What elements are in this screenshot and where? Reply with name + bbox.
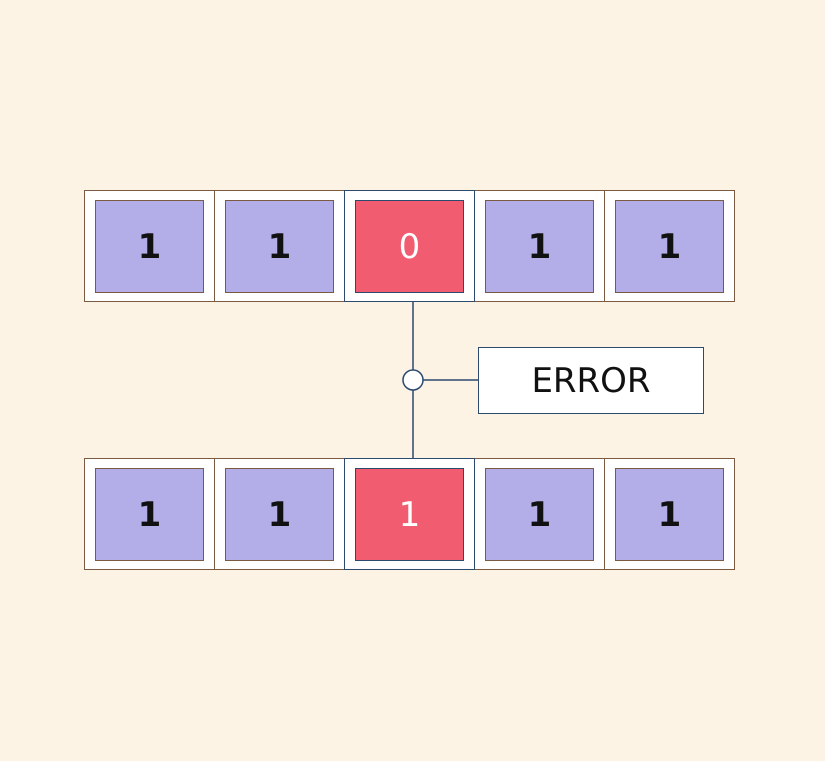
bit-cell: 1 bbox=[214, 458, 345, 570]
bit-value: 1 bbox=[225, 468, 334, 561]
bit-value: 1 bbox=[615, 468, 724, 561]
bit-value: 1 bbox=[485, 200, 594, 293]
received-bit-row: 1 1 1 1 1 bbox=[84, 458, 735, 570]
error-label: ERROR bbox=[478, 347, 704, 414]
bit-cell-error: 1 bbox=[344, 458, 475, 570]
bit-value-error: 1 bbox=[355, 468, 464, 561]
bit-value: 1 bbox=[485, 468, 594, 561]
bit-cell: 1 bbox=[474, 190, 605, 302]
bit-value-error: 0 bbox=[355, 200, 464, 293]
bit-cell-error: 0 bbox=[344, 190, 475, 302]
bit-value: 1 bbox=[225, 200, 334, 293]
bit-cell: 1 bbox=[604, 458, 735, 570]
bit-cell: 1 bbox=[84, 458, 215, 570]
bit-cell: 1 bbox=[84, 190, 215, 302]
junction-node bbox=[402, 369, 424, 391]
bit-cell: 1 bbox=[214, 190, 345, 302]
sent-bit-row: 1 1 0 1 1 bbox=[84, 190, 735, 302]
bit-cell: 1 bbox=[474, 458, 605, 570]
bit-cell: 1 bbox=[604, 190, 735, 302]
bit-value: 1 bbox=[95, 468, 204, 561]
bit-value: 1 bbox=[95, 200, 204, 293]
bit-value: 1 bbox=[615, 200, 724, 293]
